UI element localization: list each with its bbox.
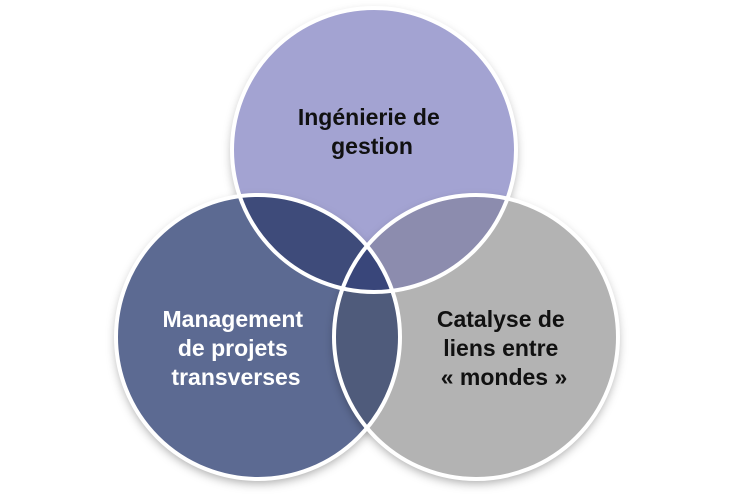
circle-left-outline xyxy=(114,193,402,481)
label-top: Ingénierie de gestion xyxy=(298,104,446,159)
label-left: Management de projets transverses xyxy=(163,306,310,390)
circle-right-outline xyxy=(332,193,620,481)
label-right: Catalyse de liens entre « mondes » xyxy=(437,306,571,390)
overlap-top-right xyxy=(334,195,516,292)
circle-top-outline xyxy=(230,6,518,294)
overlap-top-left xyxy=(232,195,400,292)
